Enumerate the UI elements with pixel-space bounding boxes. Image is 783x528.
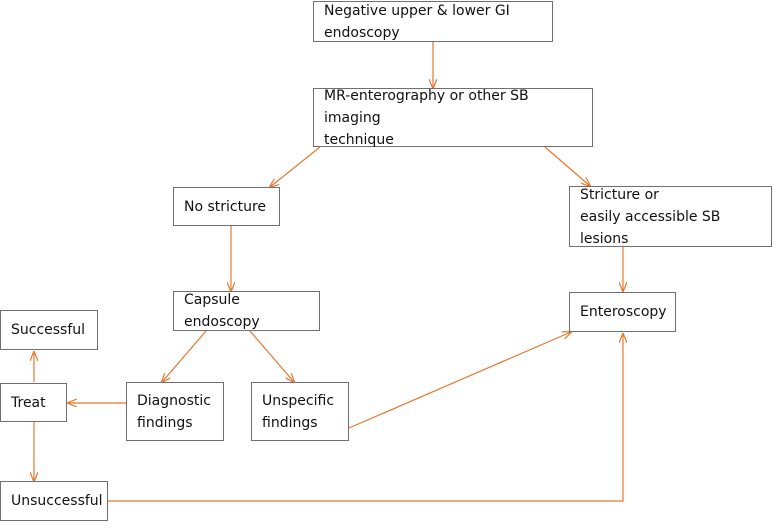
unsuccessful-box: Unsuccessful	[0, 481, 108, 521]
negative-endoscopy-box: Negative upper & lower GI endoscopy	[313, 1, 553, 42]
arrow-unsuccessful-to-enteroscopy	[108, 334, 623, 502]
enteroscopy-box: Enteroscopy	[569, 292, 676, 332]
arrow-capsule-to-unspecific	[249, 330, 294, 382]
arrow-unspecific-to-enteroscopy	[348, 332, 571, 429]
successful-label: Successful	[11, 322, 86, 338]
diagnostic-findings-label-line2: findings	[137, 414, 193, 431]
successful-box: Successful	[0, 310, 98, 350]
unspecific-findings-box: Unspecific findings	[251, 382, 349, 441]
unspecific-findings-label-line2: findings	[262, 414, 318, 431]
diagnostic-findings-box: Diagnostic findings	[126, 382, 224, 441]
treat-label: Treat	[11, 394, 46, 411]
stricture-label-line1: Stricture or	[580, 186, 659, 203]
enteroscopy-label: Enteroscopy	[580, 304, 667, 320]
no-stricture-label: No stricture	[184, 198, 267, 215]
arrow-mr-to-nostricture	[270, 146, 321, 187]
mr-enterography-label-line2: technique	[324, 131, 394, 148]
unspecific-findings-label-line1: Unspecific	[262, 392, 335, 409]
diagnostic-findings-label-line1: Diagnostic	[137, 392, 211, 409]
capsule-endoscopy-label: Capsule endoscopy	[184, 292, 260, 330]
unsuccessful-label: Unsuccessful	[11, 493, 103, 509]
no-stricture-box: No stricture	[173, 187, 280, 226]
mr-enterography-box: MR-enterography or other SB imaging tech…	[313, 87, 593, 148]
capsule-endoscopy-box: Capsule endoscopy	[173, 291, 320, 331]
stricture-box: Stricture or easily accessible SB lesion…	[569, 186, 772, 247]
negative-endoscopy-label: Negative upper & lower GI endoscopy	[324, 2, 510, 41]
arrow-capsule-to-diagnostic	[162, 330, 207, 382]
arrow-mr-to-stricture	[544, 146, 590, 186]
stricture-label-line2: easily accessible SB lesions	[580, 208, 721, 247]
mr-enterography-label-line1: MR-enterography or other SB imaging	[324, 87, 529, 126]
treat-box: Treat	[0, 383, 67, 422]
